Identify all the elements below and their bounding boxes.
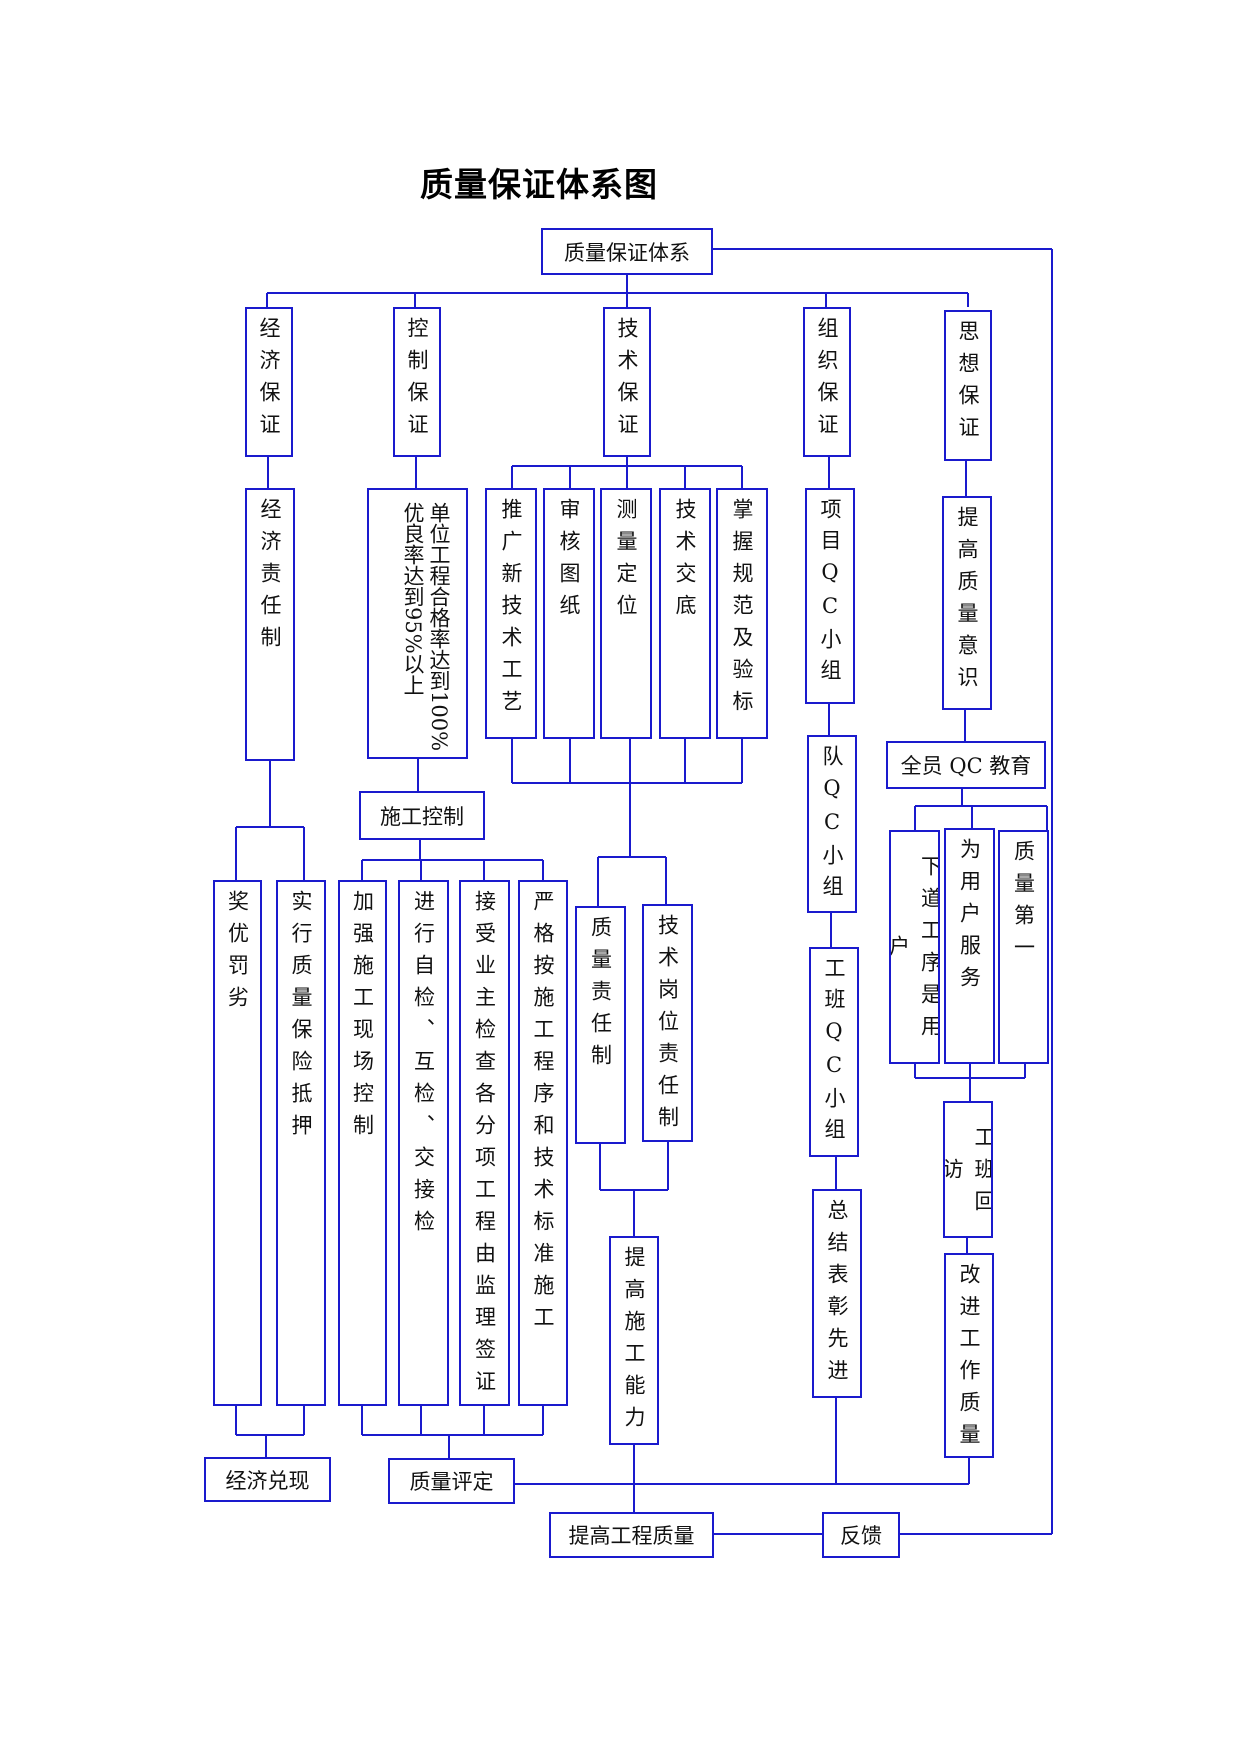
- quality-first-label: 质量第一: [1011, 840, 1036, 968]
- serve-users-label: 为用户服务: [957, 838, 982, 998]
- promote-new-tech-label: 推广新技术工艺: [499, 498, 523, 722]
- strict-procedure-label: 严格按施工程序和技术标准施工: [531, 890, 555, 1338]
- serve-users-box: 为用户服务: [944, 828, 995, 1064]
- feedback-box: 反馈: [822, 1512, 900, 1558]
- raise-project-quality-box: 提高工程质量: [549, 1512, 714, 1558]
- strict-procedure-box: 严格按施工程序和技术标准施工: [518, 880, 568, 1406]
- crew-qc-label: 工班QC小组: [822, 957, 846, 1149]
- project-qc-label: 项目QC小组: [818, 498, 842, 690]
- quality-rating-box: 质量评定: [388, 1458, 515, 1504]
- team-qc-label: 队QC小组: [820, 745, 844, 906]
- econ-realization-box: 经济兑现: [204, 1457, 331, 1502]
- promote-new-tech-box: 推广新技术工艺: [485, 488, 537, 739]
- summarize-box: 总结表彰先进: [812, 1189, 862, 1398]
- quality-first-box: 质量第一: [998, 830, 1049, 1064]
- quality-target-box: 单位工程合格率达到100%优良率达到95%以上: [367, 488, 468, 759]
- tech-briefing-label: 技术交底: [673, 498, 697, 626]
- quality-resp-box: 质量责任制: [575, 906, 626, 1144]
- crew-qc-box: 工班QC小组: [809, 947, 859, 1157]
- next-process-box: 下道工序是用户: [889, 830, 940, 1064]
- diagram-title: 质量保证体系图: [420, 165, 658, 204]
- control-guarantee-label: 控制保证: [405, 317, 429, 445]
- crew-revisit-box: 工班回访: [943, 1101, 993, 1238]
- construction-control-box: 施工控制: [359, 791, 485, 840]
- all-staff-qc-edu-box: 全员 QC 教育: [886, 741, 1046, 789]
- control-guarantee-box: 控制保证: [393, 307, 441, 457]
- strengthen-site-label: 加强施工现场控制: [350, 890, 375, 1146]
- improve-work-label: 改进工作质量: [957, 1263, 981, 1455]
- survey-positioning-box: 测量定位: [600, 488, 652, 739]
- econ-guarantee-label: 经济保证: [257, 317, 281, 445]
- crew-revisit-label: 工班回访: [943, 1125, 993, 1222]
- improve-work-box: 改进工作质量: [944, 1253, 994, 1458]
- master-specs-box: 掌握规范及验标: [716, 488, 768, 739]
- org-guarantee-box: 组织保证: [803, 307, 851, 457]
- self-mutual-check-label: 进行自检、互检、交接检: [411, 890, 436, 1242]
- self-mutual-check-box: 进行自检、互检、交接检: [398, 880, 449, 1406]
- quality-resp-label: 质量责任制: [588, 916, 613, 1076]
- thought-guarantee-box: 思想保证: [944, 310, 992, 461]
- reward-penalty-label: 奖优罚劣: [225, 890, 250, 1018]
- quality-deposit-label: 实行质量保险抵押: [289, 890, 313, 1146]
- raise-quality-awareness-box: 提高质量意识: [942, 496, 992, 710]
- review-drawings-box: 审核图纸: [543, 488, 595, 739]
- root-box: 质量保证体系: [541, 228, 713, 275]
- summarize-label: 总结表彰先进: [825, 1199, 849, 1391]
- reward-penalty-box: 奖优罚劣: [213, 880, 262, 1406]
- review-drawings-label: 审核图纸: [557, 498, 581, 626]
- tech-guarantee-box: 技术保证: [603, 307, 651, 457]
- strengthen-site-box: 加强施工现场控制: [338, 880, 387, 1406]
- owner-inspection-label: 接受业主检查各分项工程由监理签证: [472, 890, 497, 1402]
- survey-positioning-label: 测量定位: [614, 498, 638, 626]
- thought-guarantee-label: 思想保证: [956, 320, 980, 448]
- post-resp-box: 技术岗位责任制: [642, 904, 693, 1142]
- econ-responsibility-box: 经济责任制: [245, 488, 295, 761]
- owner-inspection-box: 接受业主检查各分项工程由监理签证: [459, 880, 510, 1406]
- next-process-label: 下道工序是用户: [889, 855, 940, 1047]
- econ-guarantee-box: 经济保证: [245, 307, 293, 457]
- post-resp-label: 技术岗位责任制: [655, 914, 680, 1138]
- tech-briefing-box: 技术交底: [659, 488, 711, 739]
- raise-quality-awareness-label: 提高质量意识: [955, 506, 979, 698]
- project-qc-box: 项目QC小组: [805, 488, 855, 704]
- master-specs-label: 掌握规范及验标: [730, 498, 754, 722]
- raise-capability-label: 提高施工能力: [622, 1246, 646, 1438]
- raise-capability-box: 提高施工能力: [609, 1236, 659, 1445]
- tech-guarantee-label: 技术保证: [615, 317, 639, 445]
- org-guarantee-label: 组织保证: [815, 317, 839, 445]
- team-qc-box: 队QC小组: [807, 735, 857, 913]
- econ-responsibility-label: 经济责任制: [258, 498, 282, 658]
- quality-deposit-box: 实行质量保险抵押: [276, 880, 326, 1406]
